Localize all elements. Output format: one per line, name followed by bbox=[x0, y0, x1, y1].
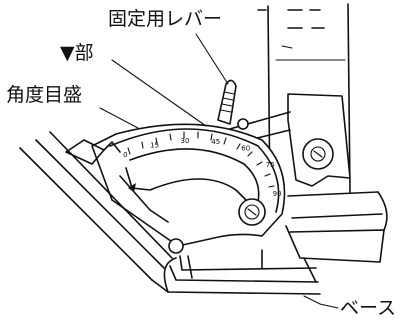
angle-scale-labels: 0 15 30 45 60 75 90 bbox=[123, 137, 281, 198]
angle-tick-label: 75 bbox=[266, 161, 275, 169]
angle-tick-label: 30 bbox=[181, 137, 190, 145]
angle-tick-label: 90 bbox=[273, 190, 282, 198]
label-angle-scale: 角度目盛 bbox=[6, 84, 83, 106]
locking-knob bbox=[238, 198, 266, 226]
label-locking-lever: 固定用レバー bbox=[108, 8, 223, 30]
leader-lines bbox=[99, 33, 339, 309]
angle-scale-ticks bbox=[127, 131, 275, 188]
angle-tick-label: 0 bbox=[123, 151, 127, 159]
pivot bbox=[168, 238, 184, 254]
label-pointer-mark: ▼部 bbox=[60, 42, 94, 64]
base-plate bbox=[19, 131, 385, 295]
pointer-mark bbox=[128, 183, 136, 192]
angle-tick-label: 45 bbox=[211, 138, 220, 146]
locking-lever bbox=[217, 79, 249, 130]
label-base: ベース bbox=[340, 297, 397, 319]
angle-tick-label: 15 bbox=[150, 142, 159, 150]
angle-tick-label: 60 bbox=[241, 144, 250, 152]
